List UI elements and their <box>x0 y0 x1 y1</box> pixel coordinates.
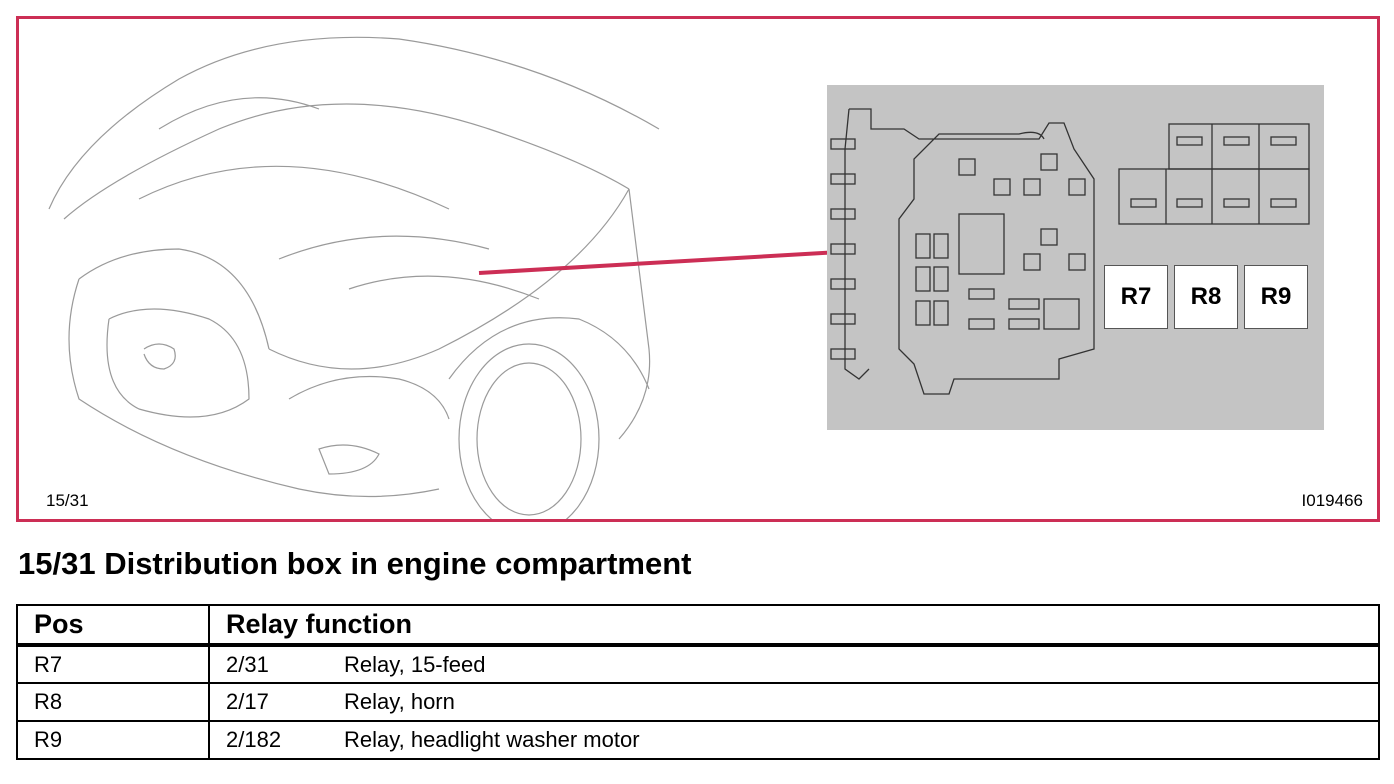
table-row: R8 2/17 Relay, horn <box>16 682 1380 722</box>
cell-relay-function: 2/17 Relay, horn <box>208 682 1380 722</box>
relay-description: Relay, horn <box>344 689 455 714</box>
cell-pos: R8 <box>16 682 210 722</box>
cell-relay-function: 2/31 Relay, 15-feed <box>208 644 1380 684</box>
distribution-box-panel <box>827 85 1324 430</box>
relay-code: 2/31 <box>226 651 269 677</box>
relay-description: Relay, 15-feed <box>344 651 486 677</box>
relay-table: Pos Relay function R7 2/31 Relay, 15-feed… <box>16 604 1380 760</box>
relay-description: Relay, headlight washer motor <box>344 727 640 752</box>
column-header-pos: Pos <box>16 604 210 647</box>
engine-compartment-illustration <box>48 36 1324 519</box>
figure-reference-left: 15/31 <box>46 491 89 510</box>
table-row: R7 2/31 Relay, 15-feed <box>16 644 1380 684</box>
table-header-row: Pos Relay function <box>16 604 1380 647</box>
relay-label-r8: R8 <box>1174 265 1238 329</box>
figure-reference-id: I019466 <box>1301 491 1363 510</box>
cell-pos: R9 <box>16 720 210 760</box>
cell-pos: R7 <box>16 644 210 684</box>
relay-label-r7: R7 <box>1104 265 1168 329</box>
page-title: 15/31 Distribution box in engine compart… <box>18 546 692 581</box>
relay-label-r9: R9 <box>1244 265 1308 329</box>
column-header-relay-function: Relay function <box>208 604 1380 647</box>
relay-code: 2/17 <box>226 689 269 714</box>
relay-code: 2/182 <box>226 727 282 752</box>
figure-frame: R7 R8 R9 15/31 I019466 <box>16 16 1380 522</box>
leader-line <box>478 249 858 275</box>
distribution-box-outline <box>830 108 1310 395</box>
table-row: R9 2/182 Relay, headlight washer motor <box>16 720 1380 760</box>
cell-relay-function: 2/182 Relay, headlight washer motor <box>208 720 1380 760</box>
car-front-drawing <box>48 36 660 519</box>
